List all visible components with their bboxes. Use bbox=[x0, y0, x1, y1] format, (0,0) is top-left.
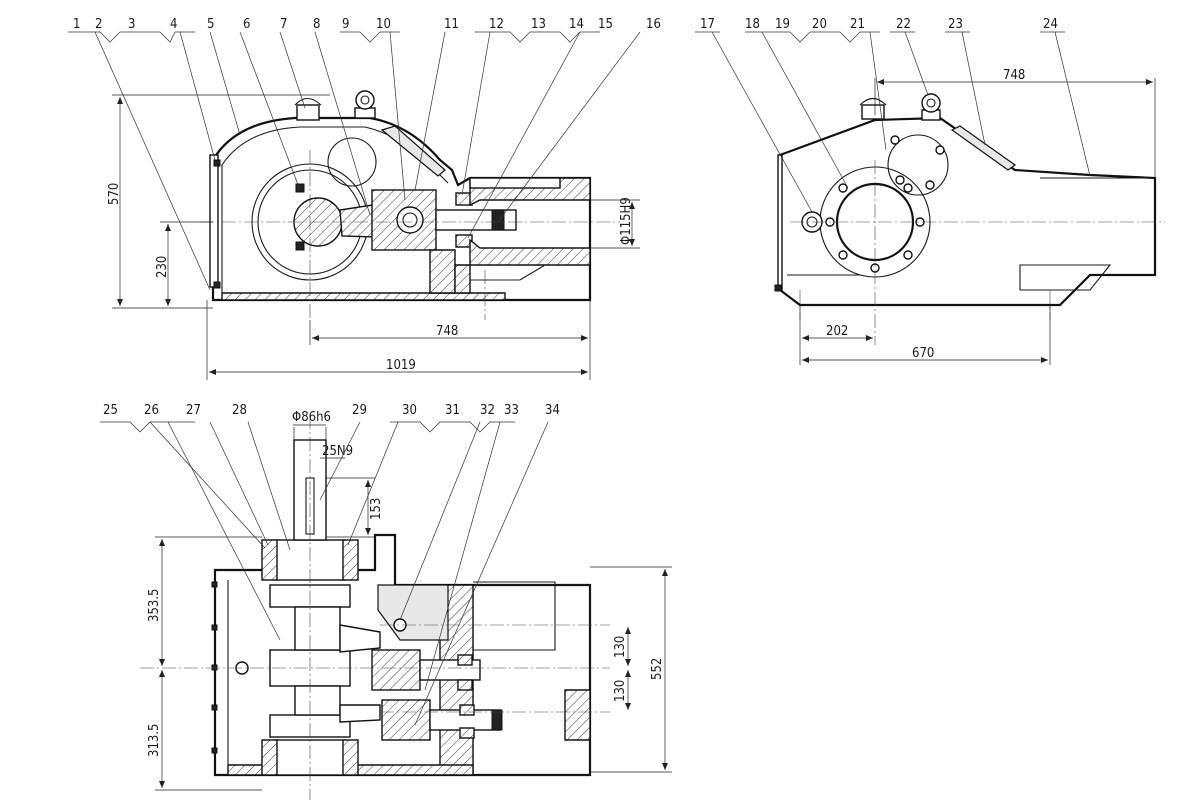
part-label-23: 23 bbox=[948, 17, 963, 32]
part-label-25: 25 bbox=[103, 403, 118, 418]
part-label-28: 28 bbox=[232, 403, 247, 418]
bore-dim: Φ115H9 bbox=[619, 197, 634, 245]
part-label-11: 11 bbox=[444, 17, 459, 32]
part-label-6: 6 bbox=[243, 17, 250, 32]
part-label-8: 8 bbox=[313, 17, 320, 32]
shaft-diameter-dim: Φ86h6 bbox=[292, 410, 331, 425]
side-foot-span-dim: 670 bbox=[912, 346, 934, 361]
part-label-29: 29 bbox=[352, 403, 367, 418]
part-label-32: 32 bbox=[480, 403, 495, 418]
shaft-extension-dim: 153 bbox=[369, 498, 384, 520]
upper-offset-dim: 353.5 bbox=[147, 589, 162, 622]
part-label-14: 14 bbox=[569, 17, 584, 32]
part-label-16: 16 bbox=[646, 17, 661, 32]
part-label-19: 19 bbox=[775, 17, 790, 32]
part-label-4: 4 bbox=[170, 17, 177, 32]
total-width-dim: 552 bbox=[650, 658, 665, 680]
side-leaders bbox=[695, 31, 1091, 213]
part-label-33: 33 bbox=[504, 403, 519, 418]
crank-offset-upper-dim: 130 bbox=[613, 636, 628, 658]
part-label-20: 20 bbox=[812, 17, 827, 32]
part-label-7: 7 bbox=[280, 17, 287, 32]
side-offset-dim: 202 bbox=[826, 324, 848, 339]
front-leaders bbox=[68, 31, 641, 291]
part-label-22: 22 bbox=[896, 17, 911, 32]
part-label-5: 5 bbox=[207, 17, 214, 32]
front-view bbox=[112, 90, 640, 380]
part-label-1: 1 bbox=[73, 17, 80, 32]
part-label-10: 10 bbox=[376, 17, 391, 32]
key-width-dim: 25N9 bbox=[322, 444, 353, 459]
part-label-9: 9 bbox=[342, 17, 349, 32]
part-label-31: 31 bbox=[445, 403, 460, 418]
part-label-2: 2 bbox=[95, 17, 102, 32]
front-height-dim: 570 bbox=[107, 183, 122, 205]
front-center-distance-dim: 748 bbox=[436, 324, 458, 339]
side-length-dim: 748 bbox=[1003, 68, 1025, 83]
side-view bbox=[774, 78, 1165, 365]
part-label-13: 13 bbox=[531, 17, 546, 32]
part-label-12: 12 bbox=[489, 17, 504, 32]
top-leaders bbox=[100, 421, 549, 726]
front-axis-height-dim: 230 bbox=[155, 256, 170, 278]
front-overall-length-dim: 1019 bbox=[386, 358, 416, 373]
top-view bbox=[140, 415, 672, 800]
part-label-15: 15 bbox=[598, 17, 613, 32]
part-label-30: 30 bbox=[402, 403, 417, 418]
part-label-21: 21 bbox=[850, 17, 865, 32]
part-label-3: 3 bbox=[128, 17, 135, 32]
part-label-34: 34 bbox=[545, 403, 560, 418]
part-label-18: 18 bbox=[745, 17, 760, 32]
part-label-24: 24 bbox=[1043, 17, 1058, 32]
part-label-27: 27 bbox=[186, 403, 201, 418]
part-label-26: 26 bbox=[144, 403, 159, 418]
part-label-17: 17 bbox=[700, 17, 715, 32]
crank-offset-lower-dim: 130 bbox=[613, 680, 628, 702]
lower-offset-dim: 313.5 bbox=[147, 724, 162, 757]
